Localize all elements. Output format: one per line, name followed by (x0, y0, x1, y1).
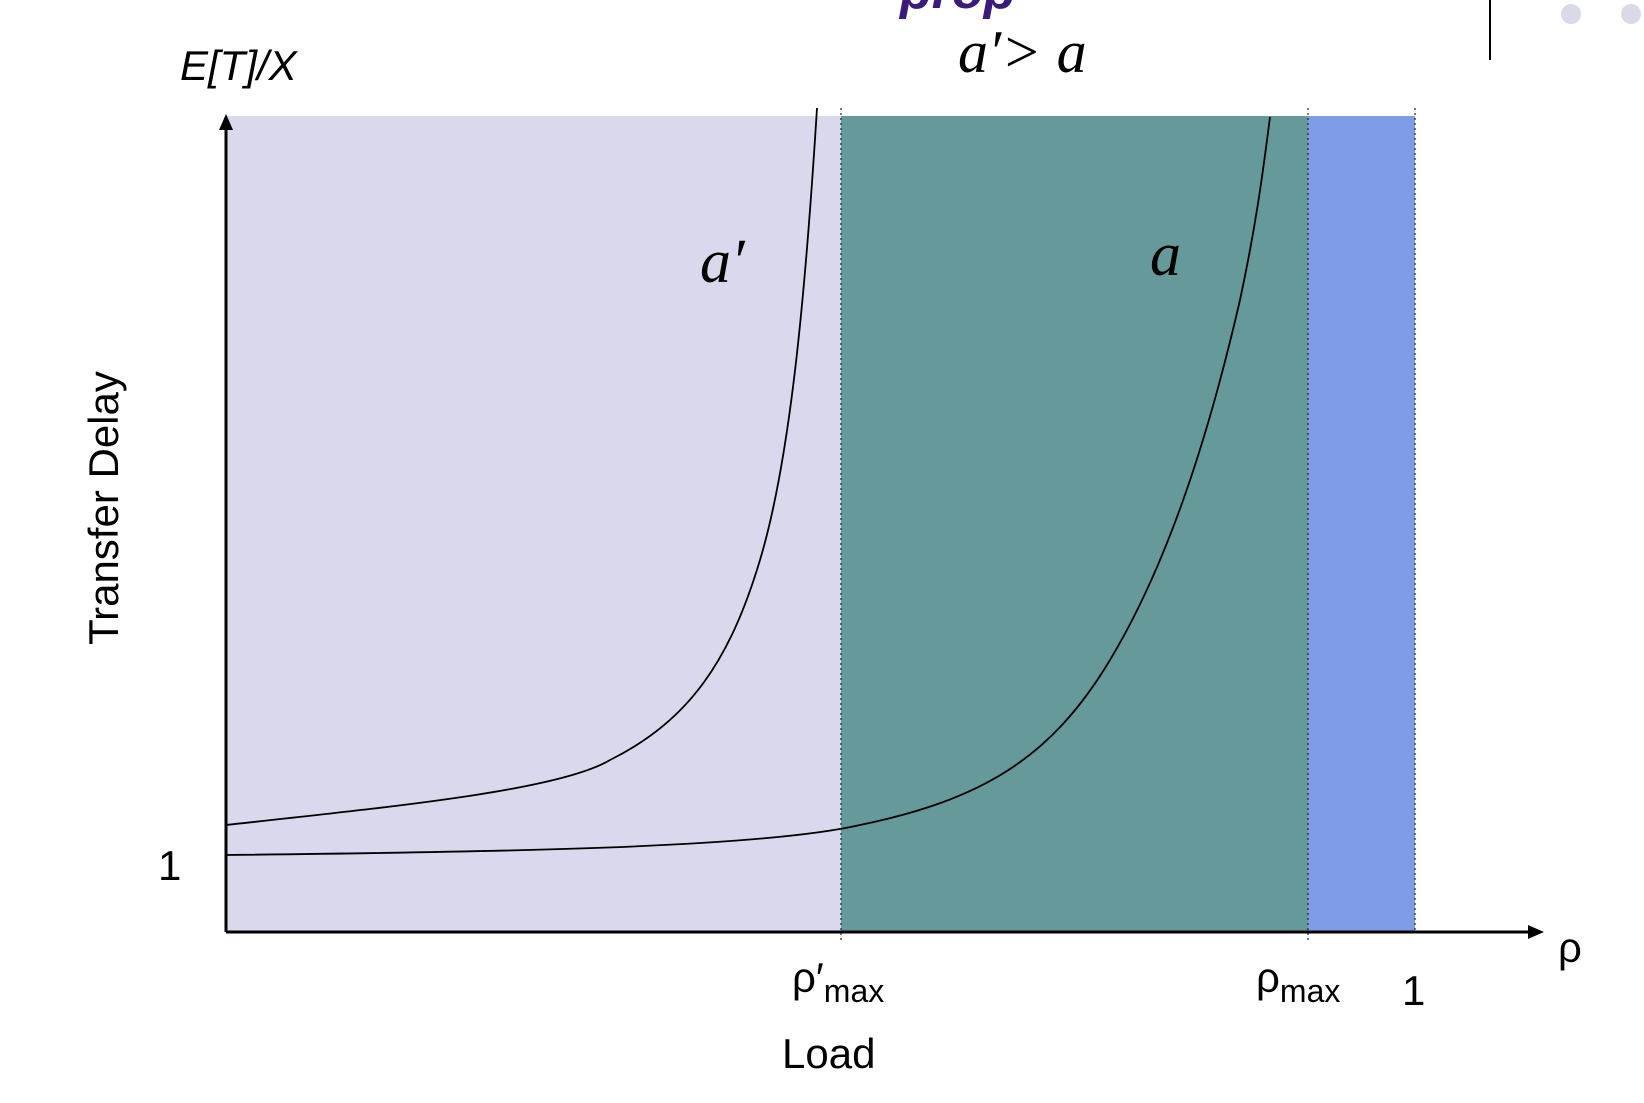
y-tick-one: 1 (158, 842, 181, 889)
rho-prime-max-sub: max (824, 973, 884, 1009)
y-axis-label: E[T]/X (180, 42, 299, 89)
x-axis-symbol: ρ (1558, 924, 1582, 971)
curve-a-label: a (1150, 221, 1181, 289)
header-title-fragment: prop (898, 0, 1016, 20)
rho-max-sub: max (1280, 973, 1340, 1009)
x-axis-title: Load (782, 1030, 875, 1077)
rho-max-label: ρmax (1256, 954, 1340, 1009)
curve-a-prime-label: a′ (700, 228, 746, 296)
comparison-label: a′> a (958, 19, 1087, 85)
curve-a-prime (225, 107, 818, 826)
rho-prime-max-label: ρ′max (792, 954, 884, 1009)
y-axis-title: Transfer Delay (80, 371, 127, 645)
x-tick-one: 1 (1402, 967, 1425, 1014)
region-between-maxima (841, 116, 1308, 932)
rho-prime-max-base: ρ′ (792, 954, 824, 1001)
decorative-dot (1621, 4, 1641, 24)
x-axis-arrowhead (1528, 925, 1544, 939)
y-axis-arrowhead (219, 114, 233, 130)
decorative-dot (1561, 4, 1581, 24)
curve-a (225, 116, 1271, 856)
region-above-rho-max (1308, 116, 1415, 932)
region-below-rho-prime-max (226, 116, 841, 932)
rho-max-base: ρ (1256, 954, 1280, 1001)
